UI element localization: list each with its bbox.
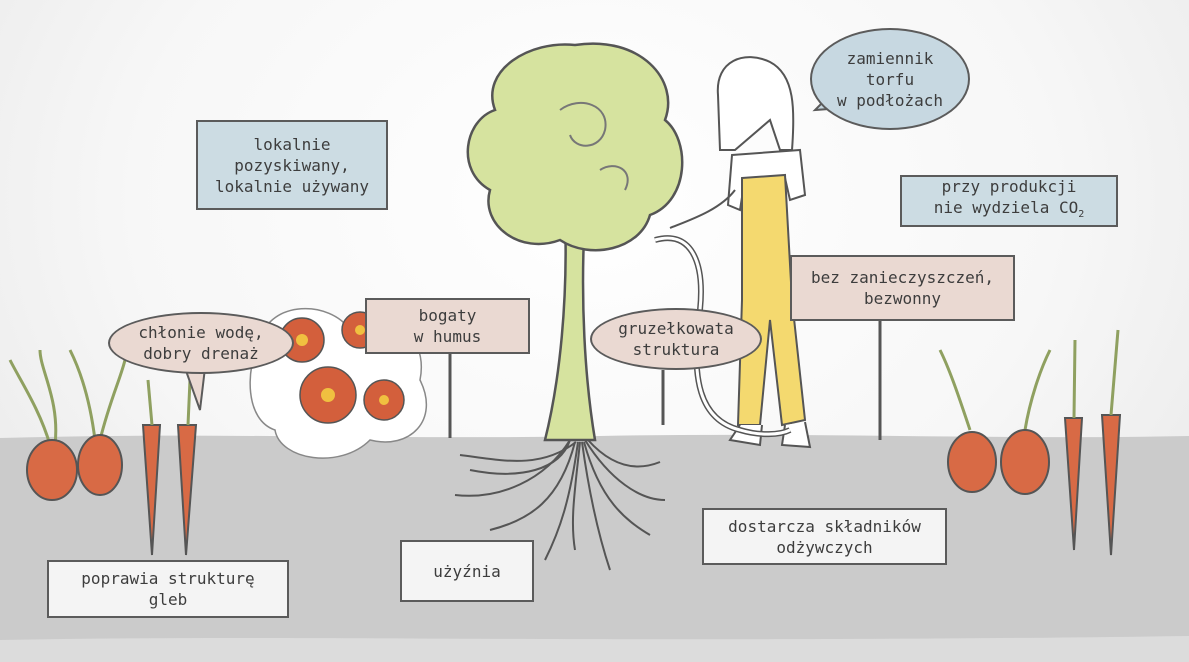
left-vegetables xyxy=(8,349,198,556)
bubble-peat: zamiennik torfu w podłożach xyxy=(810,28,970,130)
label-co2-text: przy produkcji nie wydziela CO xyxy=(933,177,1079,218)
tree-crown xyxy=(466,42,684,252)
label-fertile: użyźnia xyxy=(400,540,534,602)
hose-inner xyxy=(654,236,791,436)
soil-bottom-band xyxy=(0,636,1189,662)
tree-trunk xyxy=(543,213,597,442)
soil-band xyxy=(0,434,1189,662)
bubble-granular: gruzełkowata struktura xyxy=(590,308,762,370)
sign-clean: bez zanieczyszczeń, bezwonny xyxy=(790,255,1015,321)
label-local: lokalnie pozyskiwany, lokalnie używany xyxy=(196,120,388,210)
gardener-woman xyxy=(669,56,812,449)
label-co2: przy produkcji nie wydziela CO2 xyxy=(900,175,1118,227)
tree-roots xyxy=(454,439,666,571)
sign-posts xyxy=(448,320,882,440)
overalls xyxy=(736,173,807,427)
bubble-water: chłonie wodę, dobry drenaż xyxy=(108,312,294,374)
sign-humus: bogaty w humus xyxy=(365,298,530,354)
hair xyxy=(716,56,795,151)
label-nutrients: dostarcza składników odżywczych xyxy=(702,508,947,565)
label-co2-subscript: 2 xyxy=(1078,209,1085,221)
arm xyxy=(669,189,736,229)
tree-crown-detail xyxy=(559,101,629,191)
right-vegetables xyxy=(938,329,1122,556)
label-soil-structure: poprawia strukturę gleb xyxy=(47,560,289,618)
